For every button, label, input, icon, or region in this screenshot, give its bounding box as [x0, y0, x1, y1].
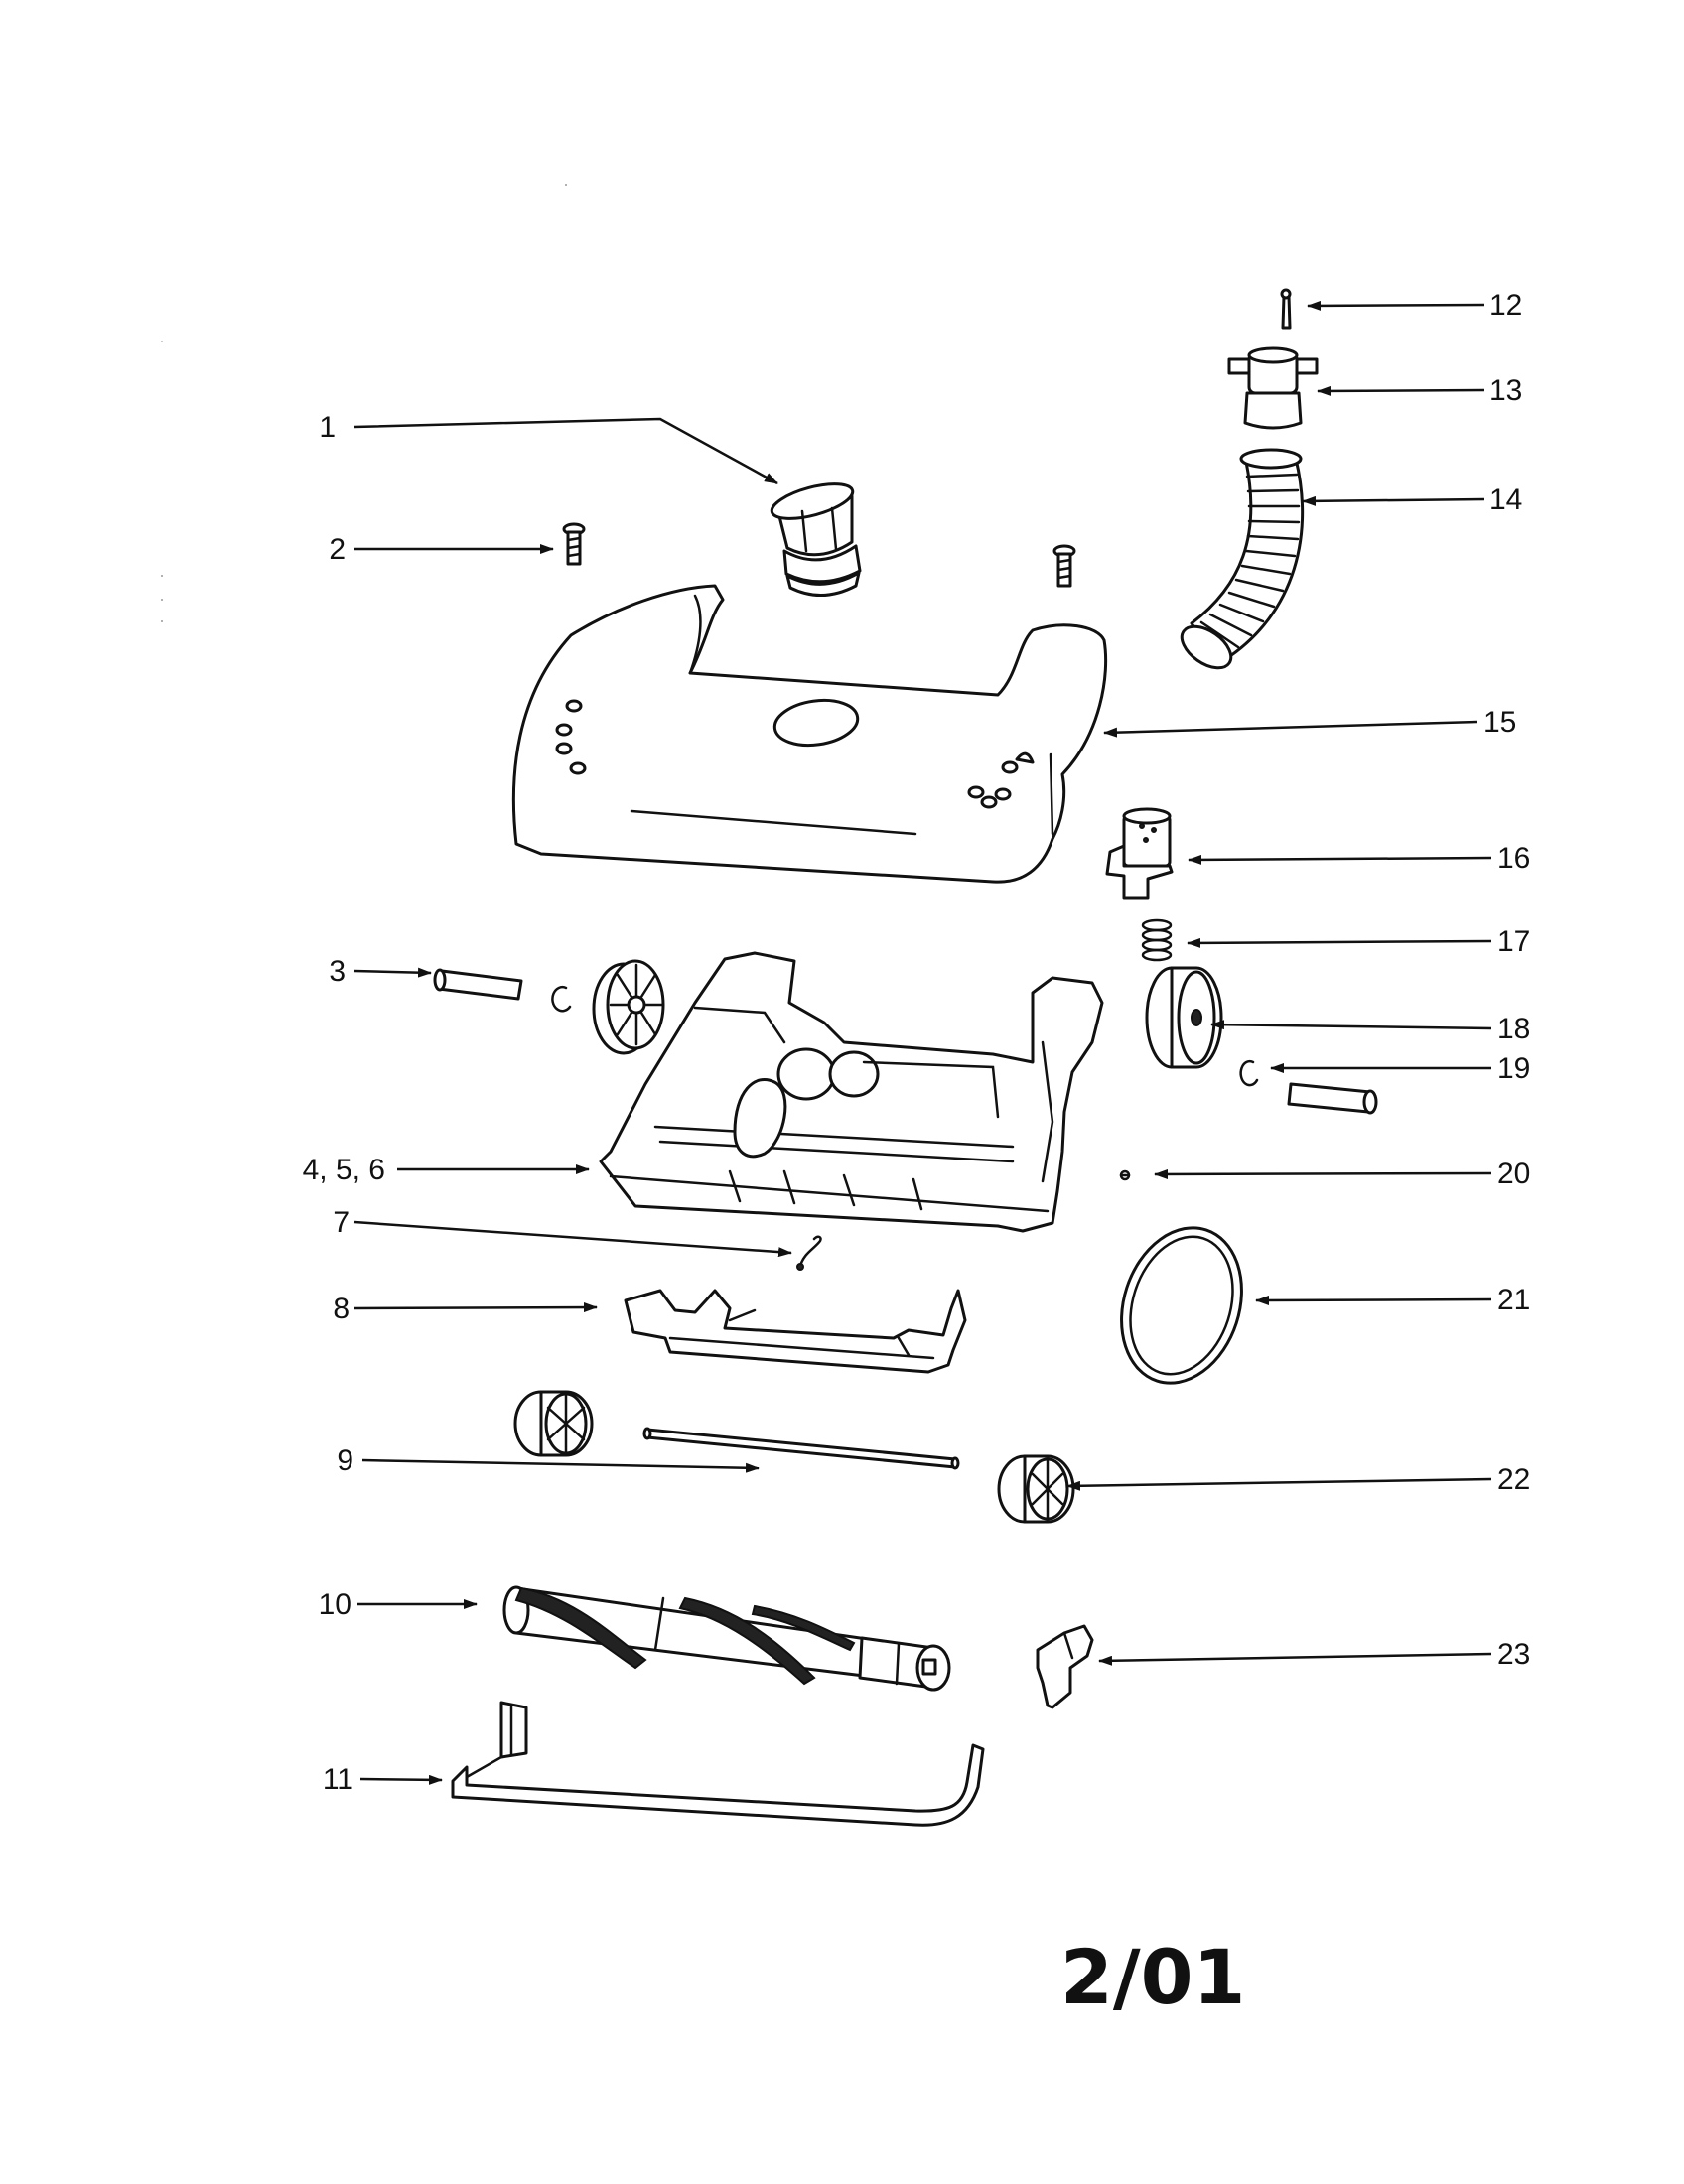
leader-22	[1066, 1477, 1492, 1491]
callout-label-20: 20	[1497, 1158, 1530, 1190]
part-11-bumper	[451, 1701, 985, 1827]
part-18-rear-wheel-right	[1145, 966, 1223, 1069]
scan-marks	[161, 184, 567, 622]
leader-8	[353, 1302, 598, 1313]
part-14-flexible-hose	[1180, 448, 1305, 670]
leader-16	[1188, 854, 1492, 865]
callout-label-7: 7	[333, 1206, 350, 1239]
callout-label-13: 13	[1489, 374, 1522, 407]
callout-label-4-5-6: 4, 5, 6	[303, 1154, 385, 1186]
part-12-pin	[1280, 288, 1292, 330]
callout-label-22: 22	[1497, 1463, 1530, 1496]
callout-label-17: 17	[1497, 925, 1530, 958]
part-21-belt	[1120, 1226, 1243, 1385]
callout-label-21: 21	[1497, 1284, 1530, 1316]
part-10-brushroll	[502, 1585, 951, 1692]
callout-label-16: 16	[1497, 842, 1530, 875]
callout-label-19: 19	[1497, 1052, 1530, 1085]
callout-label-11: 11	[323, 1763, 353, 1796]
part-2-screw-left	[562, 522, 586, 566]
axle-right	[1287, 1082, 1378, 1115]
part-15-hood-cover	[511, 584, 1108, 884]
callout-label-23: 23	[1497, 1638, 1530, 1671]
leader-3	[353, 967, 432, 978]
part-20-small-screw	[1119, 1169, 1131, 1181]
hood-vent-holes	[555, 699, 1035, 809]
callout-label-1: 1	[319, 411, 336, 444]
leader-13	[1317, 385, 1485, 396]
clip-left	[551, 985, 572, 1013]
callout-label-10: 10	[319, 1588, 351, 1621]
leader-11	[359, 1774, 443, 1785]
callout-label-3: 3	[329, 955, 346, 988]
leader-1	[353, 417, 778, 485]
leader-17	[1187, 937, 1492, 948]
part-3-axle-left	[433, 968, 523, 1001]
callout-labels: 1 2 3 4, 5, 6 7 8 9 10 11 12 13 14 15 16…	[303, 289, 1531, 1796]
part-4-5-6-base-chassis	[599, 951, 1104, 1233]
rear-wheel-left	[592, 959, 665, 1055]
leader-15	[1103, 720, 1478, 738]
part-19-clip	[1239, 1059, 1259, 1087]
callout-label-9: 9	[337, 1444, 353, 1477]
leader-14	[1302, 495, 1485, 506]
part-9-brushroll-shaft	[642, 1427, 960, 1470]
leader-9	[361, 1458, 760, 1473]
part-13-hose-connector	[1227, 346, 1319, 430]
leader-20	[1154, 1168, 1492, 1179]
callout-label-12: 12	[1489, 289, 1522, 322]
callout-label-15: 15	[1483, 706, 1516, 739]
leader-23	[1098, 1652, 1492, 1666]
leader-18	[1210, 1020, 1492, 1030]
part-1-nozzle-adapter	[770, 482, 862, 598]
part-23-belt-guard	[1036, 1624, 1094, 1709]
brushroll-end-cap-left	[513, 1390, 594, 1457]
callout-leaders	[353, 300, 1492, 1785]
leader-12	[1307, 300, 1485, 311]
callout-label-18: 18	[1497, 1013, 1530, 1045]
leader-7	[353, 1220, 792, 1258]
part-7-spring-clip	[796, 1235, 822, 1271]
callout-label-14: 14	[1489, 483, 1522, 516]
part-2-screw-right	[1052, 544, 1076, 588]
part-17-spring	[1141, 918, 1173, 962]
part-8-bottom-plate	[624, 1289, 967, 1374]
leader-21	[1255, 1295, 1492, 1305]
callout-label-2: 2	[329, 533, 346, 566]
revision-date: 2/01	[1060, 1933, 1245, 2021]
part-22-brushroll-end-cap-right	[997, 1454, 1075, 1524]
callout-label-8: 8	[333, 1293, 350, 1325]
part-16-height-adjuster	[1105, 807, 1174, 900]
